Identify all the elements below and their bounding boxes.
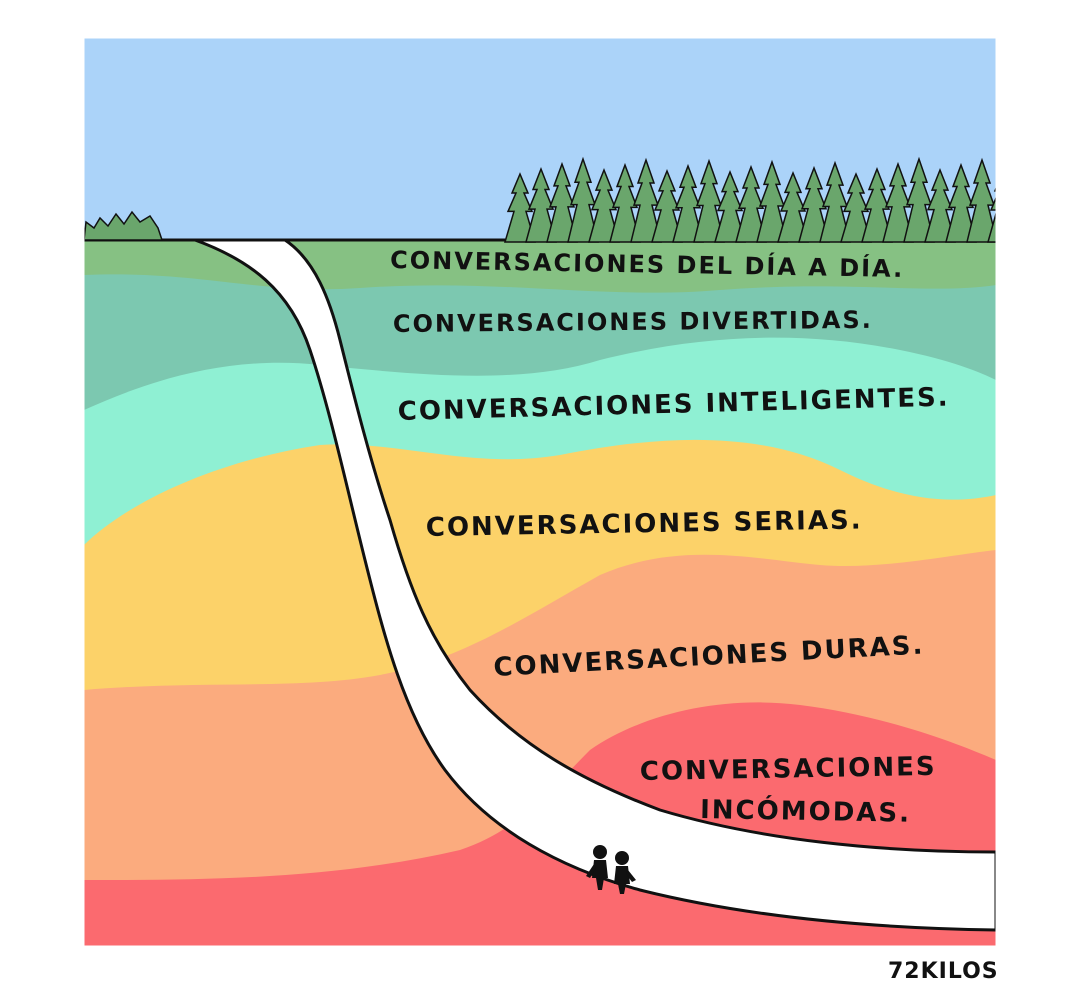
pine-tree [924, 167, 956, 243]
pine-tree [630, 157, 662, 243]
label-fun: CONVERSACIONES DIVERTIDAS. [393, 306, 873, 338]
pine-tree [588, 167, 620, 243]
pine-tree [546, 161, 578, 243]
pine-tree [819, 160, 851, 243]
pine-tree [966, 157, 996, 243]
descending-path [194, 238, 996, 932]
pine-tree [567, 156, 599, 243]
walking-couple-icon [586, 845, 636, 894]
pine-tree [714, 170, 746, 243]
pine-tree [525, 166, 557, 243]
pine-tree [651, 168, 683, 243]
pine-tree [777, 171, 809, 243]
pine-tree [672, 163, 704, 243]
label-uncomfortable-line1: CONVERSACIONES [640, 752, 937, 787]
pine-tree [503, 172, 537, 243]
pine-tree [987, 186, 996, 243]
pine-tree [882, 161, 914, 243]
pine-tree [693, 158, 725, 243]
bushes [84, 210, 164, 241]
pine-tree [756, 159, 788, 243]
panel-frame [83, 37, 997, 947]
pine-tree [798, 165, 830, 243]
pine-tree [861, 166, 893, 243]
pine-tree [609, 162, 641, 243]
artist-signature: 72KILOS [888, 959, 999, 984]
forest [503, 156, 996, 243]
pine-tree [945, 162, 977, 243]
label-uncomfortable-line2: INCÓMODAS. [700, 793, 911, 829]
pine-tree [903, 156, 935, 243]
pine-tree [839, 172, 873, 243]
pine-tree [735, 164, 767, 243]
